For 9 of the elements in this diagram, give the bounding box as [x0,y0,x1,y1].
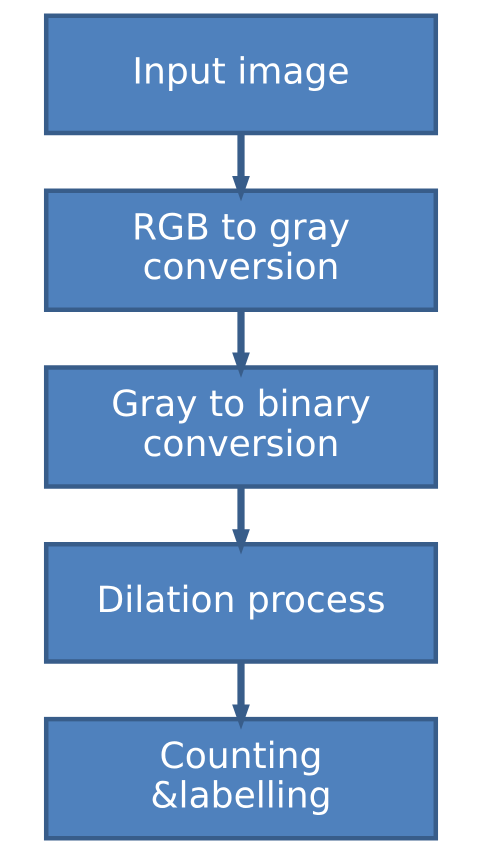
arrow [232,486,250,555]
node-box: RGB to gray conversion [43,188,438,312]
node-box: Dilation process [43,542,438,664]
arrow [232,133,250,202]
node-box: Input image [43,14,438,136]
node-box: Counting &labelling [43,716,438,840]
arrow [232,310,250,378]
node-box: Gray to binary conversion [43,365,438,489]
arrow [232,662,250,730]
